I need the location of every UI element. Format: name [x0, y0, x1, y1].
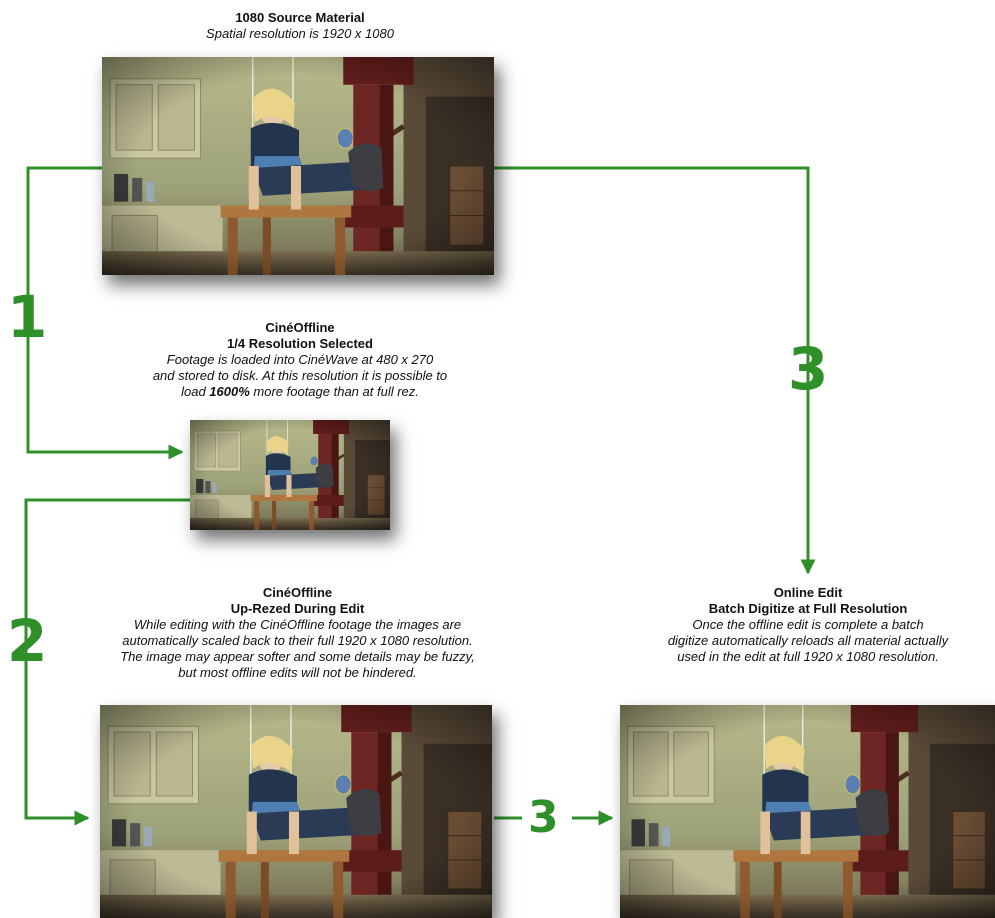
step-3-number-bottom: 3 [528, 792, 559, 843]
offline-frame-image [190, 420, 390, 530]
step-1-number: 1 [7, 283, 48, 351]
offline-desc-percent: 1600% [209, 384, 250, 399]
uprez-desc-line-3: The image may appear softer and some det… [120, 649, 475, 664]
online-desc-line-3: used in the edit at full 1920 x 1080 res… [677, 649, 939, 664]
source-title: 1080 Source Material [235, 10, 365, 25]
arrow-source-to-online [494, 166, 816, 575]
offline-desc-load: load [181, 384, 210, 399]
source-frame-image [102, 57, 494, 275]
online-caption: Online Edit Batch Digitize at Full Resol… [628, 585, 988, 665]
offline-caption: CinéOffline 1/4 Resolution Selected Foot… [120, 320, 480, 400]
online-desc-line-2: digitize automatically reloads all mater… [667, 633, 949, 648]
offline-subtitle: 1/4 Resolution Selected [227, 336, 373, 351]
uprez-desc-line-2: automatically scaled back to their full … [122, 633, 473, 648]
offline-desc-line-3: load 1600% more footage than at full rez… [120, 384, 480, 400]
arrow-offline-to-uprez [24, 498, 190, 826]
offline-desc-line-2: and stored to disk. At this resolution i… [152, 368, 448, 383]
uprez-frame-image [100, 705, 492, 918]
uprez-caption: CinéOffline Up-Rezed During Edit While e… [70, 585, 525, 681]
online-title: Online Edit [773, 585, 843, 600]
uprez-desc-line-4: but most offline edits will not be hinde… [178, 665, 417, 680]
offline-desc-rest: more footage than at full rez. [249, 384, 419, 399]
arrow-source-to-offline [26, 166, 184, 460]
uprez-subtitle: Up-Rezed During Edit [230, 601, 365, 616]
online-desc-line-1: Once the offline edit is complete a batc… [692, 617, 924, 632]
source-desc: Spatial resolution is 1920 x 1080 [206, 26, 394, 41]
online-subtitle: Batch Digitize at Full Resolution [708, 601, 908, 616]
online-frame-image [620, 705, 995, 918]
source-caption: 1080 Source Material Spatial resolution … [170, 10, 430, 42]
uprez-desc-line-1: While editing with the CinéOffline foota… [133, 617, 462, 632]
offline-title: CinéOffline [265, 320, 335, 335]
uprez-title: CinéOffline [262, 585, 333, 600]
step-3-number-right: 3 [788, 335, 829, 403]
offline-desc-line-1: Footage is loaded into CinéWave at 480 x… [166, 352, 434, 367]
step-2-number: 2 [7, 607, 48, 675]
